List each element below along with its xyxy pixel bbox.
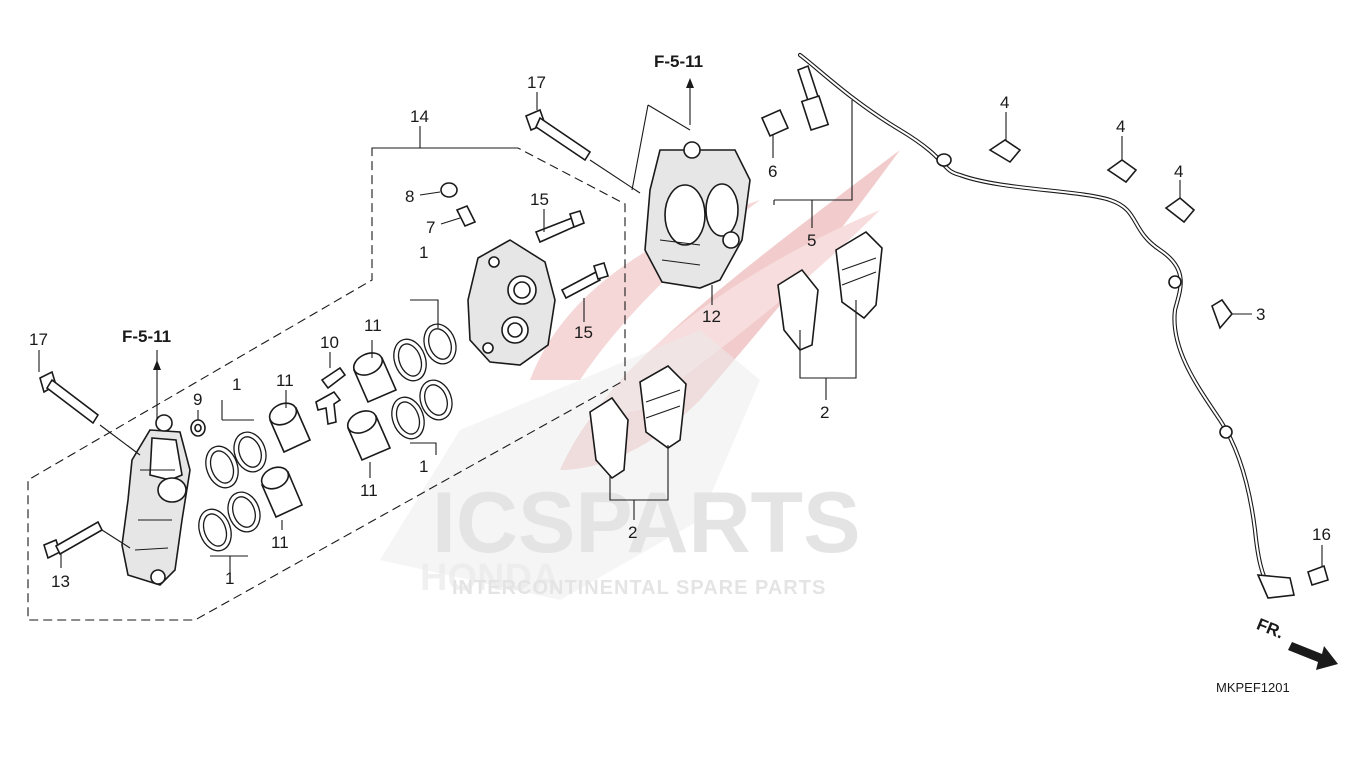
bolt-16 bbox=[1307, 564, 1329, 587]
reference-arrows bbox=[153, 78, 694, 370]
callout-9: 9 bbox=[193, 390, 202, 409]
front-direction-label: FR. bbox=[1254, 615, 1287, 643]
callout-13: 13 bbox=[51, 572, 70, 591]
connector-6 bbox=[760, 108, 790, 138]
callout-17-left: 17 bbox=[29, 330, 48, 349]
pad-spring-10 bbox=[315, 366, 347, 425]
bolt-17-top bbox=[524, 108, 641, 194]
bleeder-cap-8 bbox=[440, 182, 458, 198]
callout-8: 8 bbox=[405, 187, 414, 206]
callout-2-lower: 2 bbox=[628, 523, 637, 542]
callout-11-a: 11 bbox=[276, 371, 294, 390]
leader-lines bbox=[38, 80, 1323, 574]
watermark: ICSPARTS HONDA INTERCONTINENTAL SPARE PA… bbox=[380, 150, 900, 600]
callout-16: 16 bbox=[1312, 525, 1331, 544]
callout-2-right: 2 bbox=[820, 403, 829, 422]
reference-label-top: F-5-11 bbox=[654, 52, 703, 71]
watermark-brand: ICSPARTS bbox=[432, 475, 860, 571]
brake-pads-left bbox=[589, 365, 687, 480]
callout-4-b: 4 bbox=[1116, 117, 1125, 136]
callout-4-a: 4 bbox=[1000, 93, 1009, 112]
watermark-tagline: INTERCONTINENTAL SPARE PARTS bbox=[452, 577, 826, 599]
watermark-maker: HONDA bbox=[420, 557, 559, 599]
callout-4-c: 4 bbox=[1174, 162, 1183, 181]
pistons bbox=[260, 352, 398, 519]
callout-6: 6 bbox=[768, 162, 777, 181]
callout-14: 14 bbox=[410, 107, 429, 126]
callout-12: 12 bbox=[702, 307, 721, 326]
nut-9 bbox=[190, 419, 206, 437]
bleeder-valve-7 bbox=[455, 204, 477, 228]
caliper-assembly-frame bbox=[27, 126, 626, 621]
callout-15-lower: 15 bbox=[574, 323, 593, 342]
right-caliper-body bbox=[644, 141, 751, 289]
callout-7: 7 bbox=[426, 218, 435, 237]
callout-15-top: 15 bbox=[530, 190, 549, 209]
wire-clips bbox=[988, 139, 1234, 330]
callout-11-d: 11 bbox=[271, 533, 289, 552]
callout-11-c: 11 bbox=[360, 481, 378, 500]
callout-1-c: 1 bbox=[419, 457, 428, 476]
front-direction-arrow: FR. bbox=[1254, 615, 1338, 670]
callout-1-b: 1 bbox=[419, 243, 428, 262]
callout-17-top: 17 bbox=[527, 73, 546, 92]
callout-3: 3 bbox=[1256, 305, 1265, 324]
bolt-17-left bbox=[39, 370, 141, 456]
seal-rings-right bbox=[391, 323, 457, 440]
bolt-13 bbox=[43, 520, 131, 560]
brake-pads-right bbox=[777, 230, 883, 351]
bolts-15 bbox=[534, 210, 610, 300]
reference-label-left: F-5-11 bbox=[122, 327, 171, 346]
callout-1-a: 1 bbox=[232, 375, 241, 394]
drawing-code: MKPEF1201 bbox=[1216, 680, 1290, 695]
seal-rings-left bbox=[198, 431, 267, 552]
abs-sensor-harness bbox=[797, 52, 1295, 599]
callout-5: 5 bbox=[807, 231, 816, 250]
callout-1-d: 1 bbox=[225, 569, 234, 588]
callout-11-b: 11 bbox=[364, 316, 382, 335]
left-caliper-body bbox=[121, 414, 191, 586]
callout-10: 10 bbox=[320, 333, 339, 352]
caliper-inner-half bbox=[467, 239, 556, 366]
